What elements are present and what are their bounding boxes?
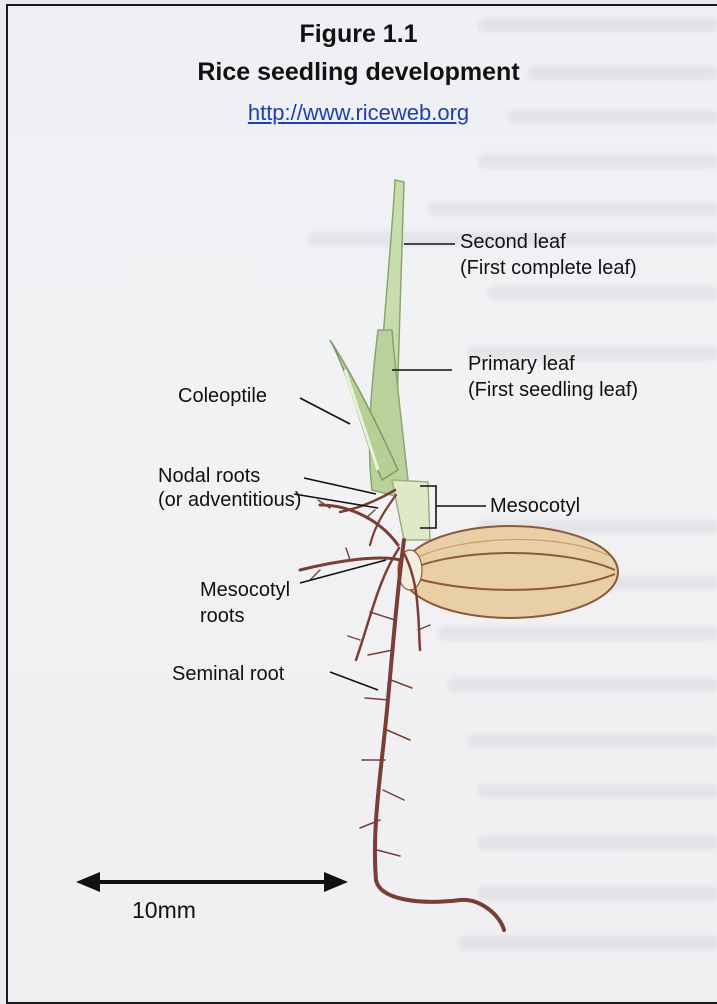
label-nodal-roots: Nodal roots: [158, 464, 260, 488]
scale-label: 10mm: [132, 898, 196, 922]
scale-bar: [76, 872, 348, 892]
label-mesocotyl: Mesocotyl: [490, 494, 580, 518]
label-second-leaf-sub: (First complete leaf): [460, 256, 637, 280]
label-primary-leaf: Primary leaf: [468, 352, 575, 376]
seedling-illustration: [0, 0, 717, 964]
label-primary-leaf-sub: (First seedling leaf): [468, 378, 638, 402]
label-seminal-root: Seminal root: [172, 662, 284, 686]
label-coleoptile: Coleoptile: [178, 384, 267, 408]
mesocotyl-shape: [392, 480, 430, 540]
label-mesocotyl-roots-sub: roots: [200, 604, 244, 628]
label-mesocotyl-roots: Mesocotyl: [200, 578, 290, 602]
label-second-leaf: Second leaf: [460, 230, 566, 254]
label-nodal-roots-sub: (or adventitious): [158, 488, 301, 512]
